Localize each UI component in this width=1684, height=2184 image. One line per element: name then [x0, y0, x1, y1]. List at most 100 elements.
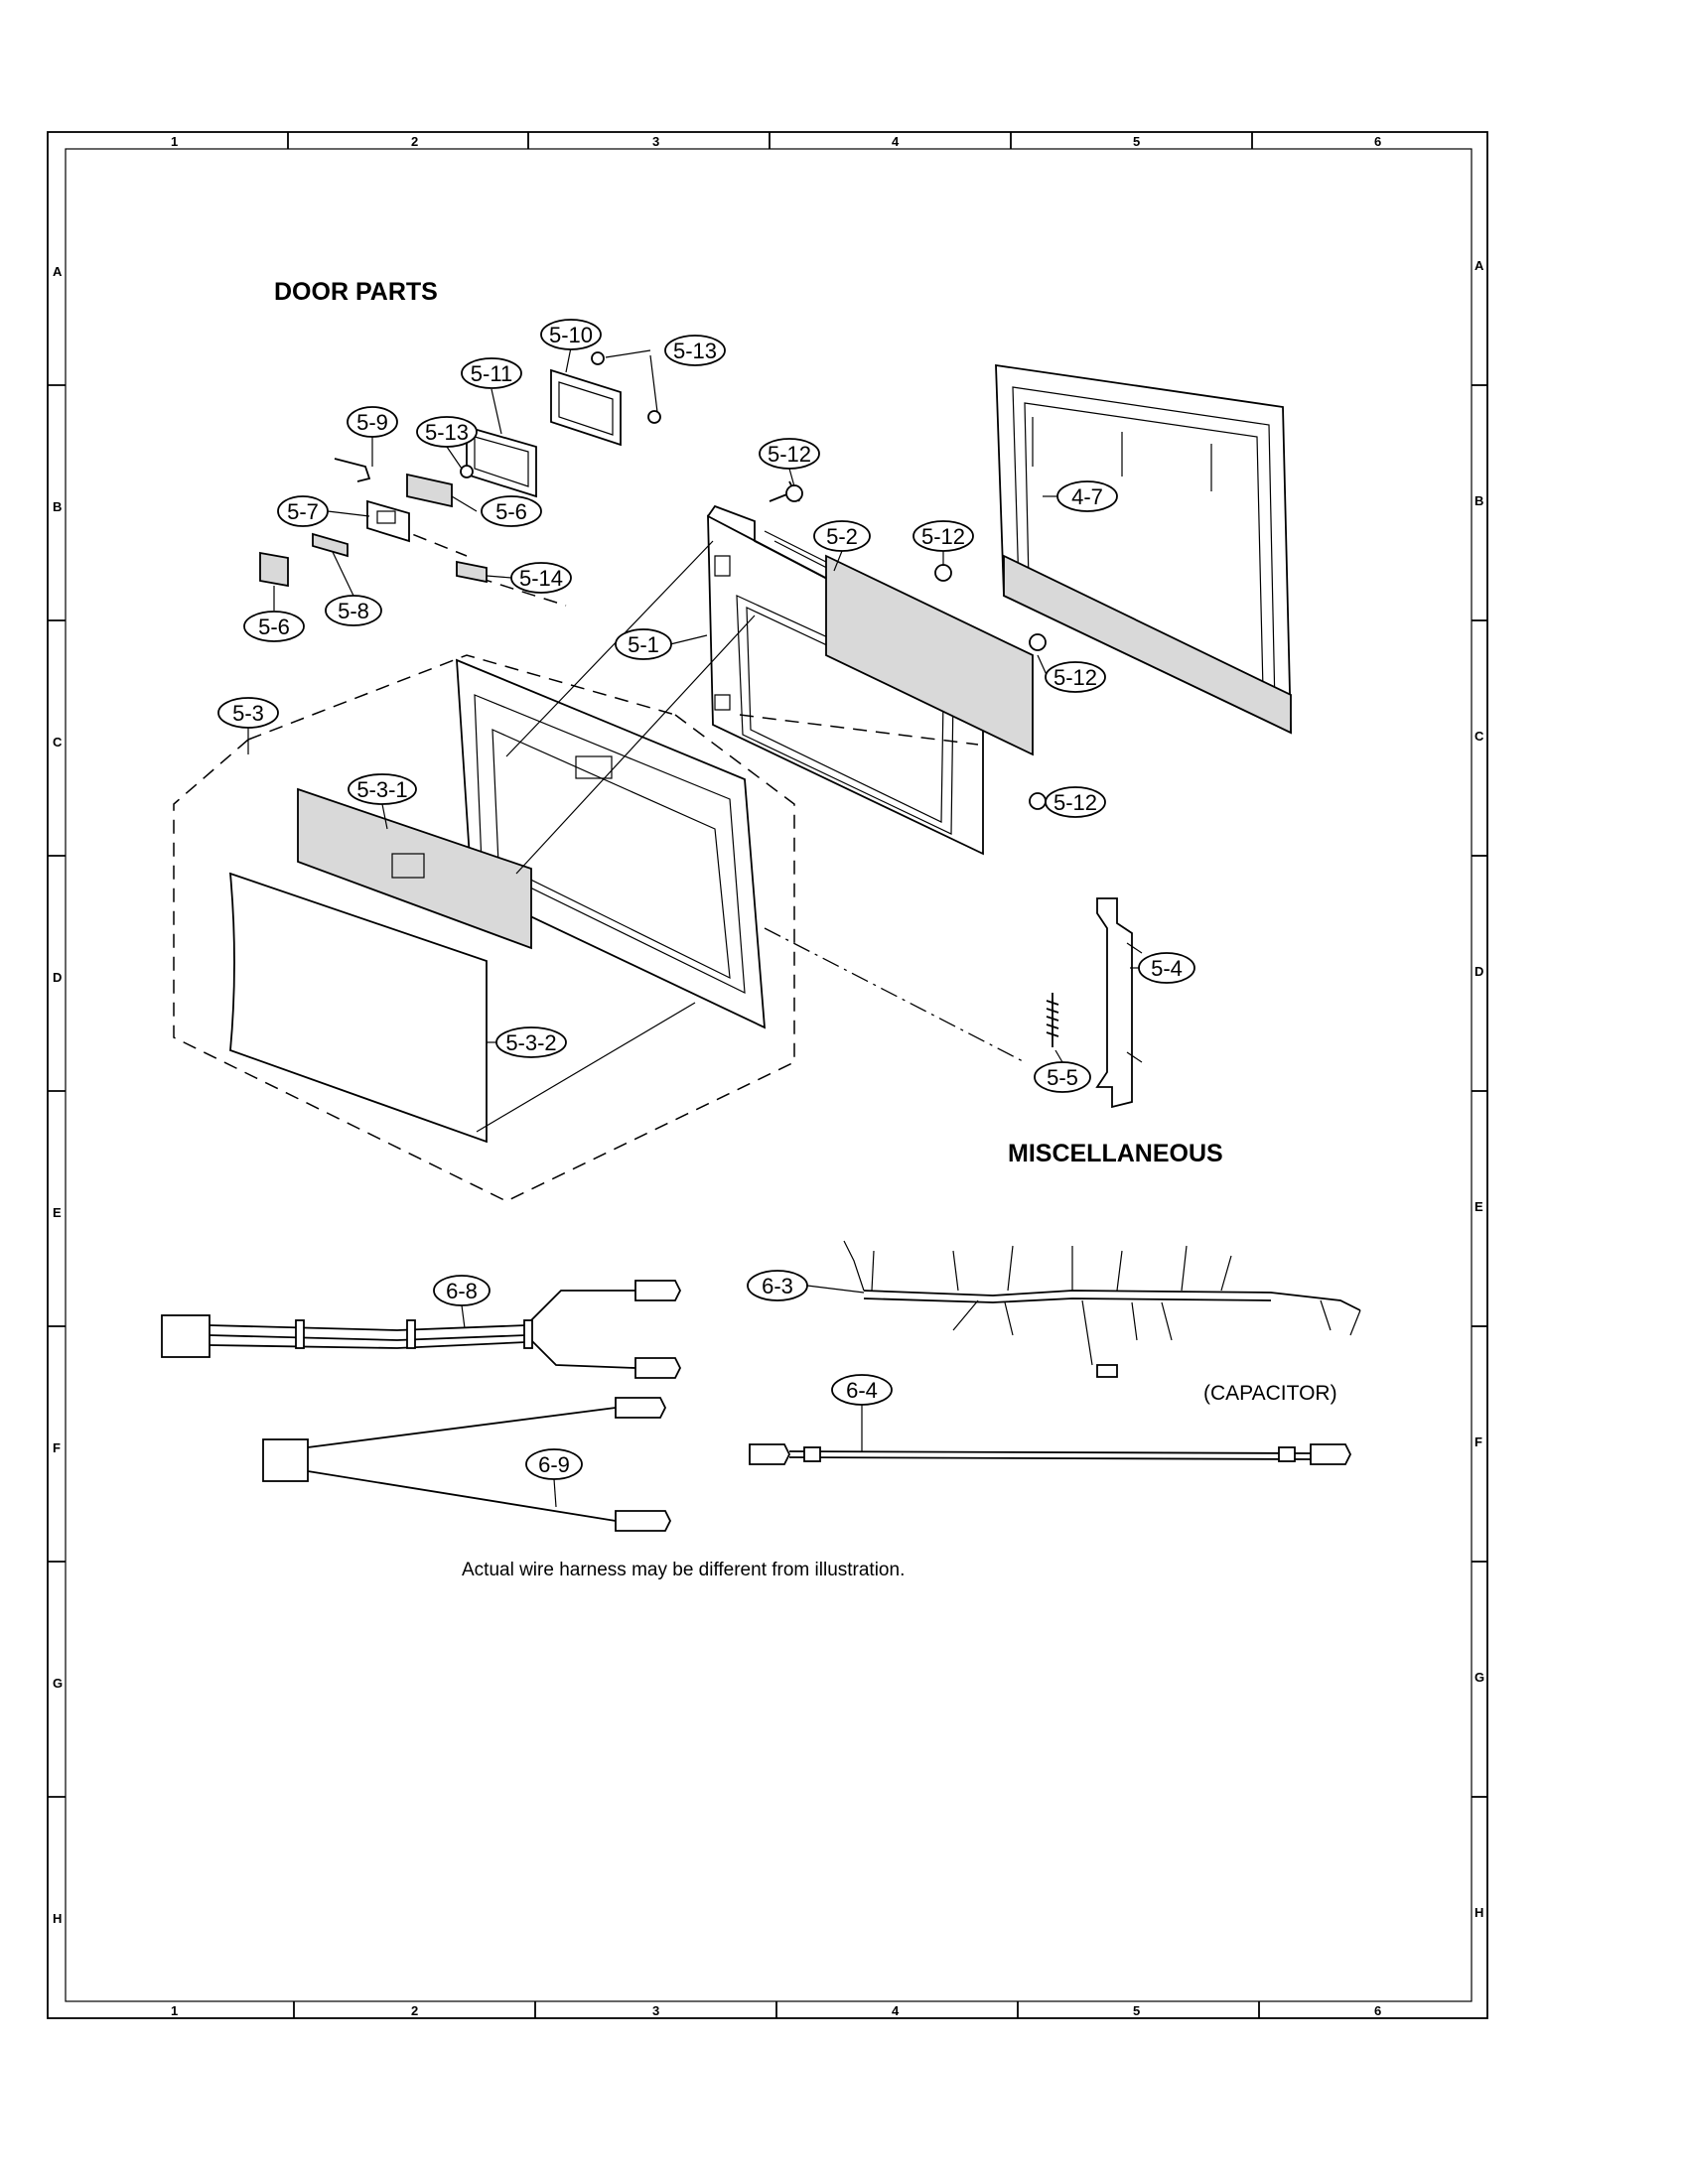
- svg-text:5-14: 5-14: [519, 566, 563, 591]
- svg-text:5-11: 5-11: [471, 361, 512, 386]
- wire-harness-6-9: [262, 1397, 672, 1532]
- callout-6-8: 6-8: [433, 1275, 491, 1329]
- grid-col-bottom-5: 5: [1133, 2003, 1140, 2018]
- svg-text:5-2: 5-2: [826, 524, 858, 549]
- grid-row-left-f: F: [53, 1440, 61, 1455]
- svg-text:5-13: 5-13: [425, 420, 469, 445]
- callout-6-4: 6-4: [831, 1374, 893, 1451]
- miscellaneous-heading: MISCELLANEOUS: [1008, 1140, 1223, 1167]
- svg-text:5-3-2: 5-3-2: [505, 1030, 556, 1055]
- latch-hook-5-4: [1095, 897, 1143, 1109]
- callout-5-11: 5-11: [461, 357, 522, 389]
- door-choke-frame-4-7: [995, 363, 1292, 735]
- callout-5-3-2: 5-3-2: [495, 1026, 567, 1058]
- svg-text:5-8: 5-8: [338, 599, 369, 623]
- grid-row-right-b: B: [1474, 493, 1483, 508]
- door-frame-5-1: [707, 504, 984, 856]
- svg-text:6-8: 6-8: [446, 1279, 478, 1303]
- grid-row-right-h: H: [1474, 1905, 1483, 1920]
- grid-row-right-c: C: [1474, 729, 1484, 744]
- sheet-frame: [47, 131, 1488, 2019]
- callout-5-12-top: 5-12: [759, 438, 820, 470]
- grid-col-top-1: 1: [171, 134, 178, 149]
- callouts: 5-10 5-13 5-11 5-9 5-13 5-7 5-6 5-14: [217, 319, 1195, 1508]
- svg-text:5-3: 5-3: [232, 701, 264, 726]
- svg-text:5-12: 5-12: [1053, 790, 1097, 815]
- grid-row-left-c: C: [53, 735, 63, 750]
- wire-harness-6-8: [161, 1280, 682, 1379]
- grid-row-right-g: G: [1474, 1670, 1484, 1685]
- grid-row-left-b: B: [53, 499, 62, 514]
- front-glass-5-3-2: [228, 872, 488, 1144]
- callout-5-10: 5-10: [540, 319, 602, 350]
- svg-text:6-9: 6-9: [538, 1452, 570, 1477]
- callout-6-9: 6-9: [525, 1448, 583, 1508]
- svg-text:5-1: 5-1: [628, 632, 659, 657]
- door-parts-heading: DOOR PARTS: [274, 278, 438, 306]
- svg-text:4-7: 4-7: [1071, 484, 1103, 509]
- svg-text:5-12: 5-12: [921, 524, 965, 549]
- grid-col-bottom-1: 1: [171, 2003, 178, 2018]
- door-front-panel: [456, 658, 767, 1029]
- callout-5-5: 5-5: [1034, 1061, 1091, 1093]
- svg-text:6-3: 6-3: [762, 1274, 793, 1298]
- grid-row-right-f: F: [1474, 1434, 1482, 1449]
- callout-5-1: 5-1: [615, 628, 672, 660]
- spring-5-5: [1046, 993, 1059, 1047]
- svg-text:5-7: 5-7: [287, 499, 319, 524]
- grid-row-left-h: H: [53, 1911, 62, 1926]
- grid-col-top-4: 4: [892, 134, 900, 149]
- grid-row-left-g: G: [53, 1676, 63, 1691]
- callout-5-8: 5-8: [325, 595, 382, 626]
- svg-text:6-4: 6-4: [846, 1378, 878, 1403]
- grid-row-right-a: A: [1474, 258, 1484, 273]
- svg-text:5-12: 5-12: [1053, 665, 1097, 690]
- grid-col-top-3: 3: [652, 134, 659, 149]
- svg-text:5-4: 5-4: [1151, 956, 1183, 981]
- callout-5-12-mid: 5-12: [912, 520, 974, 552]
- svg-text:5-6: 5-6: [258, 614, 290, 639]
- svg-text:5-3-1: 5-3-1: [356, 777, 407, 802]
- grid-col-bottom-3: 3: [652, 2003, 659, 2018]
- grid-col-top-6: 6: [1374, 134, 1381, 149]
- callout-5-4: 5-4: [1138, 952, 1195, 984]
- svg-text:5-10: 5-10: [549, 323, 593, 347]
- wire-harness-6-4: [749, 1443, 1352, 1465]
- callout-5-13-lower: 5-13: [416, 416, 478, 448]
- callout-5-12-bottom: 5-12: [1045, 786, 1106, 818]
- grid-col-bottom-4: 4: [892, 2003, 900, 2018]
- grid-col-bottom-2: 2: [411, 2003, 418, 2018]
- wire-harness-note: Actual wire harness may be different fro…: [462, 1560, 905, 1580]
- callout-4-7: 4-7: [1056, 480, 1118, 512]
- callout-5-13-upper: 5-13: [664, 335, 726, 366]
- grid-row-left-d: D: [53, 970, 62, 985]
- door-assembly-5-3-outline: [173, 654, 795, 1202]
- svg-text:5-12: 5-12: [768, 442, 811, 467]
- window-sheet-5-2: [825, 554, 1034, 756]
- callout-5-3-1: 5-3-1: [348, 773, 417, 805]
- grid-col-bottom-6: 6: [1374, 2003, 1381, 2018]
- grid-row-right-e: E: [1474, 1199, 1483, 1214]
- callout-5-9: 5-9: [347, 406, 398, 438]
- control-panel-5-3-1: [297, 787, 532, 950]
- svg-text:5-6: 5-6: [495, 499, 527, 524]
- callout-6-3: 6-3: [747, 1270, 865, 1301]
- callout-5-6-lower: 5-6: [243, 611, 305, 642]
- grid-row-right-d: D: [1474, 964, 1483, 979]
- callout-5-6-upper: 5-6: [481, 495, 542, 527]
- callout-5-14: 5-14: [510, 562, 572, 594]
- callout-5-3: 5-3: [217, 697, 279, 729]
- door-small-parts: [259, 351, 1047, 810]
- grid-row-left-e: E: [53, 1205, 62, 1220]
- svg-text:5-9: 5-9: [356, 410, 388, 435]
- capacitor-label: (CAPACITOR): [1203, 1382, 1337, 1405]
- grid-labels: 1 2 3 4 5 6 1 2 3 4 5 6 A B C D E F G H …: [53, 134, 1484, 2018]
- grid-col-top-5: 5: [1133, 134, 1140, 149]
- callout-5-2: 5-2: [813, 520, 871, 552]
- wire-harness-6-3: [843, 1240, 1361, 1378]
- svg-text:5-5: 5-5: [1047, 1065, 1078, 1090]
- callout-5-12-right: 5-12: [1045, 661, 1106, 693]
- callout-5-7: 5-7: [277, 495, 329, 527]
- grid-row-left-a: A: [53, 264, 63, 279]
